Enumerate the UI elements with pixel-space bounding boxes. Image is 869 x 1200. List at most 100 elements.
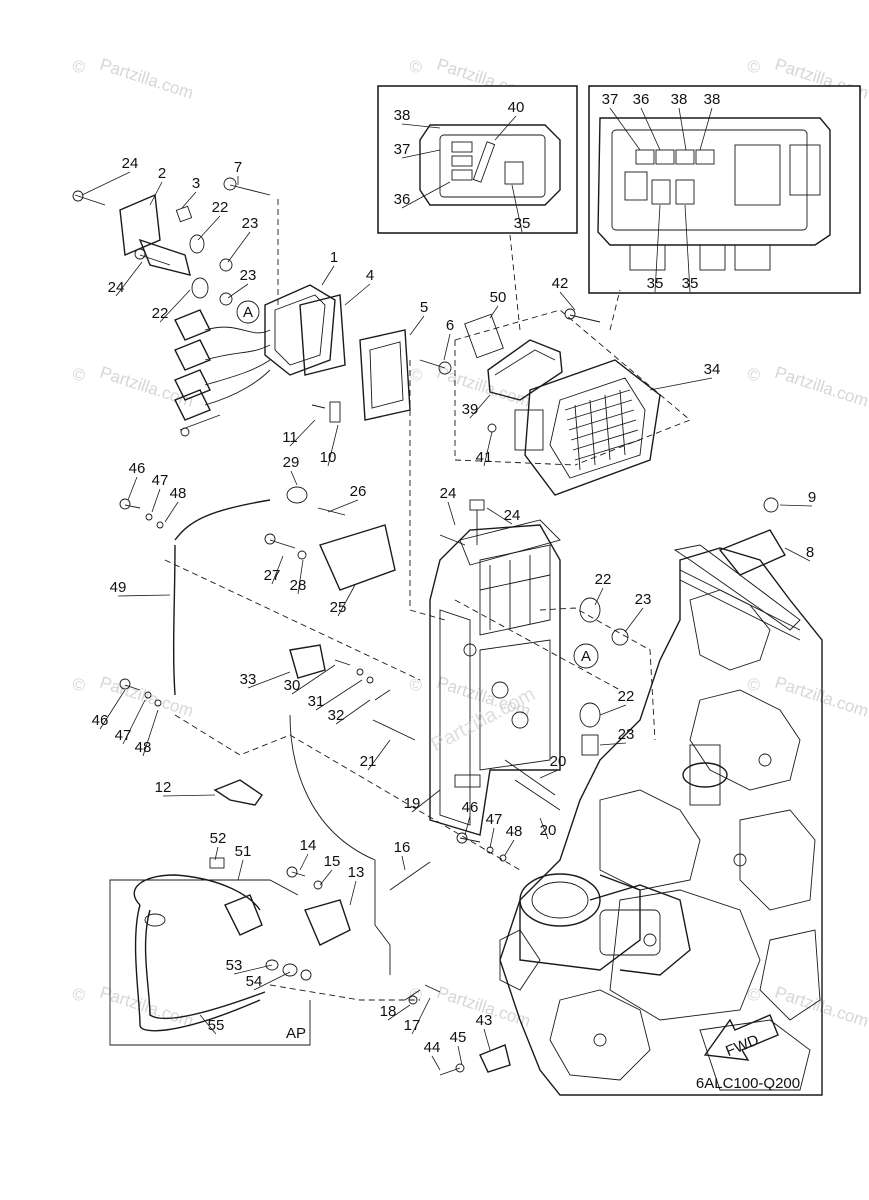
leader-line — [609, 107, 641, 151]
ref-marker-label: A — [581, 648, 591, 665]
watermark-text: Partzilla.com — [772, 673, 869, 721]
callout-label: 40 — [508, 99, 525, 116]
watermark-text: Partzilla.com — [772, 983, 869, 1031]
callout-label: 46 — [462, 799, 479, 816]
watermark-text: Partzilla.com — [97, 983, 195, 1031]
callout-label: 23 — [240, 267, 257, 284]
callout-label: 8 — [806, 544, 814, 561]
leader-line — [489, 305, 499, 319]
leader-line — [297, 559, 304, 595]
leader-line — [197, 215, 221, 241]
leader-line — [409, 315, 425, 336]
callout-label: 32 — [328, 707, 345, 724]
callout-label: 17 — [404, 1017, 421, 1034]
callout-label: 54 — [246, 973, 263, 990]
leader-line — [159, 289, 191, 323]
callout-label: 38 — [704, 91, 721, 108]
watermark-symbol: © — [407, 674, 425, 696]
callout-label: 38 — [394, 107, 411, 124]
leader-line — [214, 846, 219, 861]
callout-label: 25 — [330, 599, 347, 616]
watermark-text: Partzilla.com — [772, 363, 869, 411]
leader-line — [164, 501, 179, 523]
leader-line — [483, 1028, 491, 1051]
leader-line — [494, 115, 517, 141]
callout-label: 7 — [234, 159, 242, 176]
callout-label: 5 — [420, 299, 428, 316]
callout-label: 38 — [671, 91, 688, 108]
watermark-symbol: © — [407, 364, 425, 386]
callout-label: 23 — [242, 215, 259, 232]
leader-line — [684, 204, 691, 293]
callout-label: 46 — [129, 460, 146, 477]
leader-line — [349, 880, 357, 906]
callout-label: 15 — [324, 853, 341, 870]
ecm-bracket — [429, 519, 561, 836]
leader-line — [162, 794, 216, 797]
callout-label: 27 — [264, 567, 281, 584]
callout-label: 19 — [404, 795, 421, 812]
callout-label: 33 — [240, 671, 257, 688]
watermark-symbol: © — [745, 674, 763, 696]
callout-label: 22 — [595, 571, 612, 588]
leader-line — [127, 476, 138, 501]
callout-label: 43 — [476, 1012, 493, 1029]
callout-label: 35 — [682, 275, 699, 292]
callout-label: 52 — [210, 830, 227, 847]
leader-line — [401, 123, 441, 129]
leader-line — [401, 149, 441, 159]
leader-line — [115, 261, 143, 297]
callout-label: 20 — [550, 753, 567, 770]
callout-label: 55 — [208, 1017, 225, 1034]
callout-label: 45 — [450, 1029, 467, 1046]
leader-line — [539, 817, 549, 840]
leader-line — [649, 377, 713, 391]
callout-label: 22 — [212, 199, 229, 216]
callout-label: 49 — [110, 579, 127, 596]
inset-ecm — [588, 85, 861, 294]
watermark-symbol: © — [70, 984, 88, 1006]
leader-line — [457, 1045, 463, 1066]
harness-routes — [164, 195, 656, 1001]
leader-line — [289, 419, 316, 447]
watermark-symbol: © — [70, 56, 88, 78]
leader-line — [151, 488, 161, 513]
callout-label: 23 — [618, 726, 635, 743]
leader-line — [599, 742, 627, 746]
engine-block — [499, 544, 823, 1096]
leader-line — [271, 555, 284, 585]
callout-label: 6 — [446, 317, 454, 334]
inset-fuse-box — [377, 85, 578, 234]
watermark-symbol: © — [407, 56, 425, 78]
leader-line — [122, 699, 146, 745]
callout-label: 10 — [320, 449, 337, 466]
callout-label: 53 — [226, 957, 243, 974]
watermark-symbol: © — [745, 56, 763, 78]
watermark-text: Partzilla.com — [97, 55, 195, 103]
ap-inset — [109, 857, 312, 1046]
callout-label: 23 — [635, 591, 652, 608]
callout-label: 29 — [283, 454, 300, 471]
callout-label: 39 — [462, 401, 479, 418]
leader-line — [594, 587, 604, 606]
callout-label: 48 — [135, 739, 152, 756]
leader-line — [486, 507, 513, 525]
leader-line — [337, 584, 356, 617]
leader-line — [233, 964, 273, 975]
ignition-coil-assy — [119, 193, 411, 437]
leader-line — [489, 827, 495, 849]
callout-label: 41 — [476, 449, 493, 466]
callout-label: 37 — [394, 141, 411, 158]
callout-label: 30 — [284, 677, 301, 694]
callout-label: 36 — [633, 91, 650, 108]
leader-line — [315, 679, 363, 711]
callout-label: 22 — [152, 305, 169, 322]
callout-label: 48 — [506, 823, 523, 840]
leader-line — [411, 997, 431, 1035]
ref-markers — [236, 300, 599, 669]
callout-label: 24 — [440, 485, 457, 502]
callout-label: 26 — [350, 483, 367, 500]
leader-line — [401, 855, 406, 871]
